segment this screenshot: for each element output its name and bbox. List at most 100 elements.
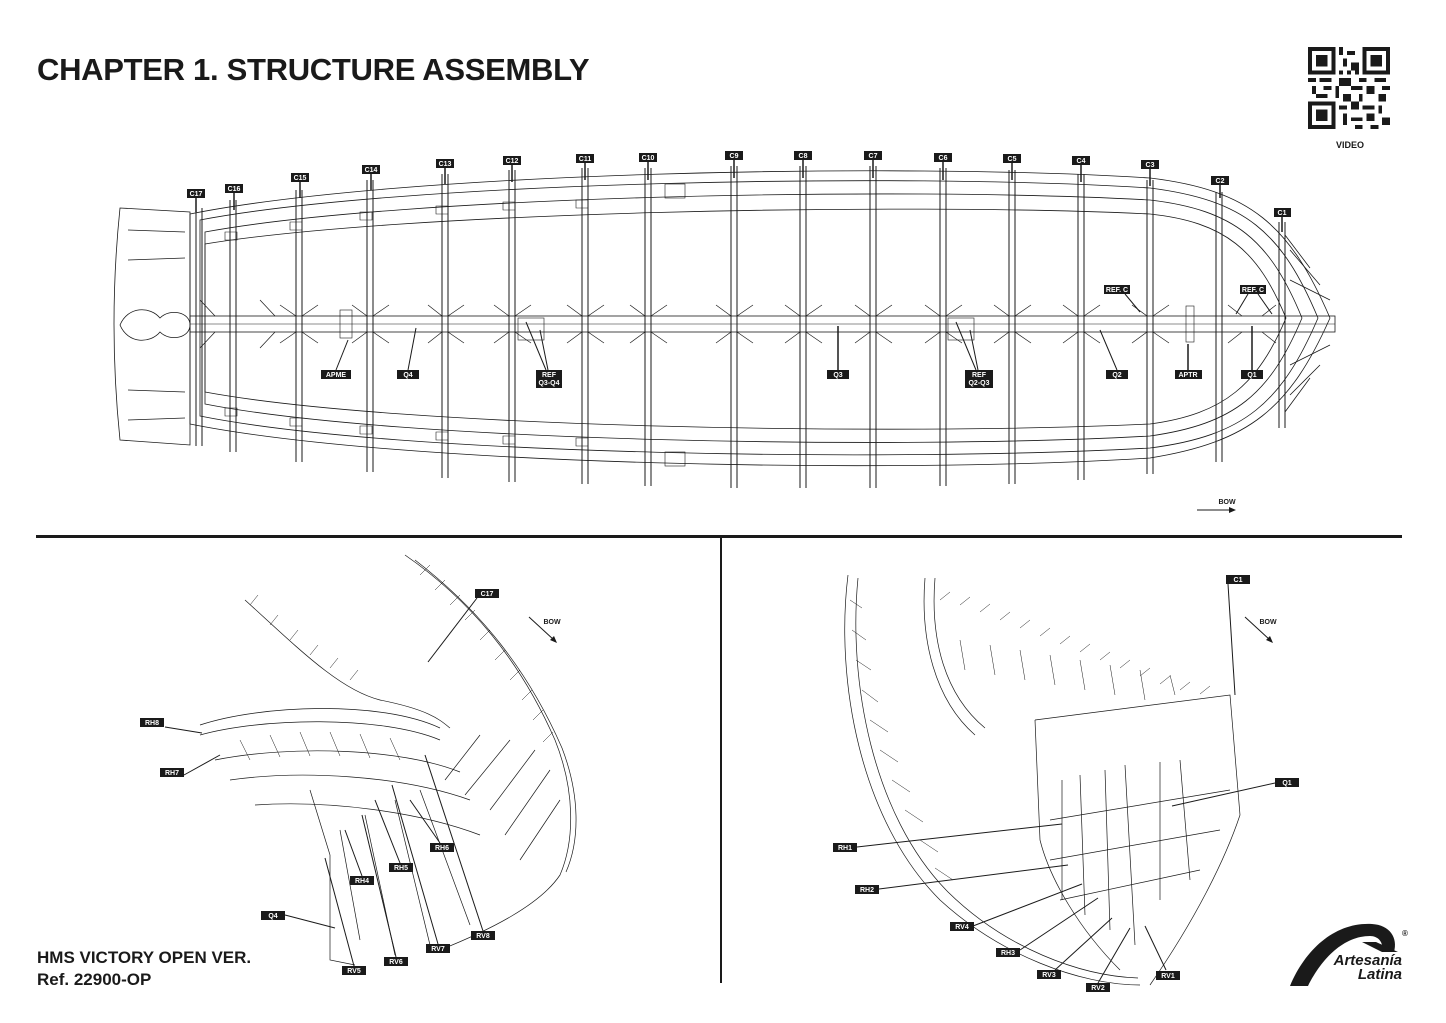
bow-arrow-bow: BOW: [1244, 616, 1277, 643]
label-rh1: RH1: [833, 823, 1063, 852]
label-rv3: RV3: [1037, 917, 1113, 979]
label-c8: C8: [794, 151, 812, 178]
bow-arrow-top: BOW: [1197, 499, 1236, 513]
qr-code-icon[interactable]: [1308, 47, 1390, 129]
tag-c4: C4: [1077, 158, 1086, 165]
label-c4: C4: [1072, 156, 1090, 182]
tag-rh4: RH4: [355, 878, 369, 885]
video-label[interactable]: VIDEO: [1335, 140, 1364, 150]
tag-rh3: RH3: [1001, 950, 1015, 957]
frame-labels: C17 C16 C15 C14 C13 C12 C11 C10 C9 C8 C7…: [187, 151, 1291, 232]
label-rv4: RV4: [950, 883, 1083, 931]
tag-rv5: RV5: [347, 968, 361, 975]
tag-c1: C1: [1278, 210, 1287, 217]
tag-rh5: RH5: [394, 865, 408, 872]
label-rv6: RV6: [361, 814, 408, 966]
label-c13: C13: [436, 159, 454, 184]
tag-rv1: RV1: [1161, 973, 1175, 980]
model-ref: Ref. 22900-OP: [37, 970, 152, 989]
tag-rv3: RV3: [1042, 972, 1056, 979]
label-c16: C16: [225, 184, 243, 210]
tag-c8: C8: [799, 153, 808, 160]
stern-3d-view: [199, 554, 577, 966]
tag-c6: C6: [939, 155, 948, 162]
tag-q4-stern: Q4: [268, 913, 277, 920]
label-c9: C9: [725, 151, 743, 178]
logo-line2: Latina: [1357, 966, 1402, 983]
tag-q3: Q3: [833, 372, 842, 379]
tag-c3: C3: [1146, 162, 1155, 169]
logo-wordmark: Artesanía Latina: [1330, 953, 1402, 983]
tag-rh2: RH2: [860, 887, 874, 894]
label-q3: Q3: [827, 326, 849, 379]
tag-c2: C2: [1216, 178, 1225, 185]
bow-label-top: BOW: [1218, 499, 1236, 506]
label-rh5: RH5: [374, 799, 413, 872]
label-rh2: RH2: [855, 864, 1069, 894]
label-rv2: RV2: [1086, 927, 1131, 992]
label-q4-stern: Q4: [261, 911, 336, 929]
tag-rv2: RV2: [1091, 985, 1105, 992]
label-c1: C1: [1274, 208, 1291, 232]
tag-rv6: RV6: [389, 959, 403, 966]
tag-c12: C12: [506, 158, 519, 165]
tag-c11: C11: [579, 156, 592, 163]
tag-q1: Q1: [1247, 372, 1256, 379]
tag-c10: C10: [642, 155, 655, 162]
tag-c5: C5: [1008, 156, 1017, 163]
label-c12: C12: [503, 156, 521, 182]
tag-rh6: RH6: [435, 845, 449, 852]
section-divider-horizontal: [36, 535, 1402, 538]
tag-c16: C16: [228, 186, 241, 193]
tag-c13: C13: [439, 161, 452, 168]
label-ref-c-2: REF. C: [1235, 285, 1273, 315]
label-c17: C17: [187, 189, 205, 212]
tag-ref-q2q3-a: REF: [972, 372, 987, 379]
hull-plan-view: [113, 166, 1336, 488]
label-rh8: RH8: [140, 718, 203, 734]
label-q1: Q1: [1241, 326, 1263, 379]
label-c7: C7: [864, 151, 882, 178]
model-name: HMS VICTORY OPEN VER.: [37, 948, 252, 967]
label-rv1: RV1: [1144, 925, 1180, 980]
label-rv5: RV5: [324, 857, 366, 975]
label-rv7: RV7: [391, 784, 450, 953]
tag-rh1: RH1: [838, 845, 852, 852]
tag-rh7: RH7: [165, 770, 179, 777]
label-apme: APME: [321, 339, 351, 379]
tag-ref-c-2: REF. C: [1242, 287, 1264, 294]
stern-labels: C17 RH8 RH7 RH6 RH5 RH4 Q4 RV5 RV6 RV7 R…: [140, 589, 499, 975]
label-c3: C3: [1141, 160, 1159, 186]
bow-label-bow: BOW: [1259, 619, 1277, 626]
tag-rv8: RV8: [476, 933, 490, 940]
tag-c14: C14: [365, 167, 378, 174]
label-q2: Q2: [1099, 329, 1128, 379]
tag-c7: C7: [869, 153, 878, 160]
bow-labels: C1 Q1 RH1 RH2 RV4 RH3 RV3 RV2 RV1: [833, 575, 1299, 992]
label-c10: C10: [639, 153, 657, 180]
tag-rh8: RH8: [145, 720, 159, 727]
tag-c15: C15: [294, 175, 307, 182]
label-ref-c-1: REF. C: [1104, 285, 1141, 313]
page-title: CHAPTER 1. STRUCTURE ASSEMBLY: [37, 52, 590, 87]
tag-q1-bow: Q1: [1282, 780, 1291, 787]
tag-ref-q3q4-a: REF: [542, 372, 557, 379]
label-c14: C14: [362, 165, 380, 190]
label-c5: C5: [1003, 154, 1021, 180]
tag-aptr: APTR: [1178, 372, 1197, 379]
label-c17-stern: C17: [427, 589, 499, 663]
label-c1-bow: C1: [1226, 575, 1250, 696]
tag-rv4: RV4: [955, 924, 969, 931]
artesania-logo-icon: [1290, 923, 1398, 986]
label-q1-bow: Q1: [1171, 778, 1299, 807]
label-c11: C11: [576, 154, 594, 180]
label-q4: Q4: [397, 327, 419, 379]
tag-ref-q2q3-b: Q2-Q3: [968, 380, 989, 387]
section-divider-vertical: [720, 538, 722, 983]
tag-c17-stern: C17: [481, 591, 494, 598]
label-c15: C15: [291, 173, 309, 198]
